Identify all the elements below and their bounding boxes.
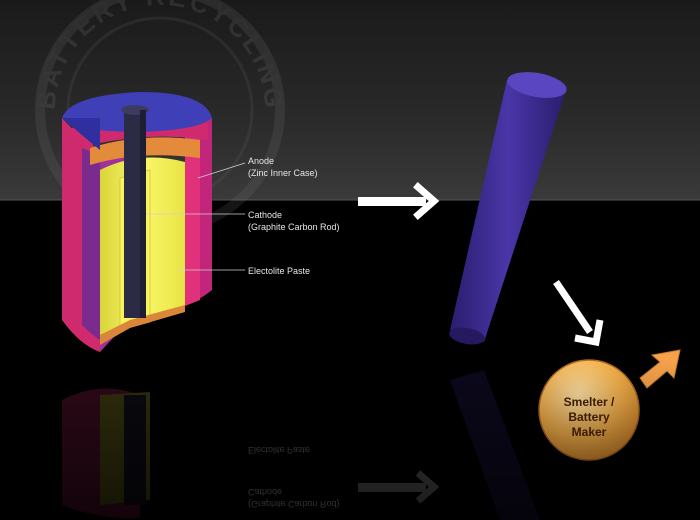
anode-leader — [197, 162, 246, 179]
badge-line1: Smelter / — [563, 395, 615, 409]
badge-line2: Battery — [568, 410, 610, 424]
badge-line3: Maker — [571, 425, 607, 439]
paste-cut-edge — [100, 305, 185, 345]
badge-label: Smelter / Battery Maker — [548, 395, 630, 440]
cathode-label: Cathode (Graphite Carbon Rod) — [248, 209, 340, 233]
cathode-label-reflection: (Graphite Carbon Rod) Cathode — [248, 487, 340, 509]
paste-label-line1: Electolite Paste — [248, 266, 311, 276]
cathode-label-line1: Cathode — [248, 210, 283, 220]
anode-label-line2: (Zinc Inner Case) — [248, 168, 318, 178]
anode-label-line1: Anode — [248, 156, 275, 166]
battery-cutaway — [62, 92, 212, 352]
battery-inner-case-left — [82, 148, 100, 340]
anode-label: Anode (Zinc Inner Case) — [248, 155, 318, 179]
diagonal-arrow — [553, 280, 604, 347]
paste-label-reflection: Electolite Paste — [248, 445, 311, 455]
battery-top-cap-cut — [62, 118, 100, 150]
paste-label: Electolite Paste — [248, 265, 310, 277]
leader-lines — [146, 162, 246, 271]
carbon-rod-shade — [140, 110, 146, 318]
right-arrow — [358, 182, 440, 220]
cathode-label-line2: (Graphite Carbon Rod) — [248, 222, 340, 232]
reflection-fade — [0, 360, 700, 520]
battery-outer-rim-right — [185, 115, 200, 306]
extracted-rod — [449, 72, 567, 345]
